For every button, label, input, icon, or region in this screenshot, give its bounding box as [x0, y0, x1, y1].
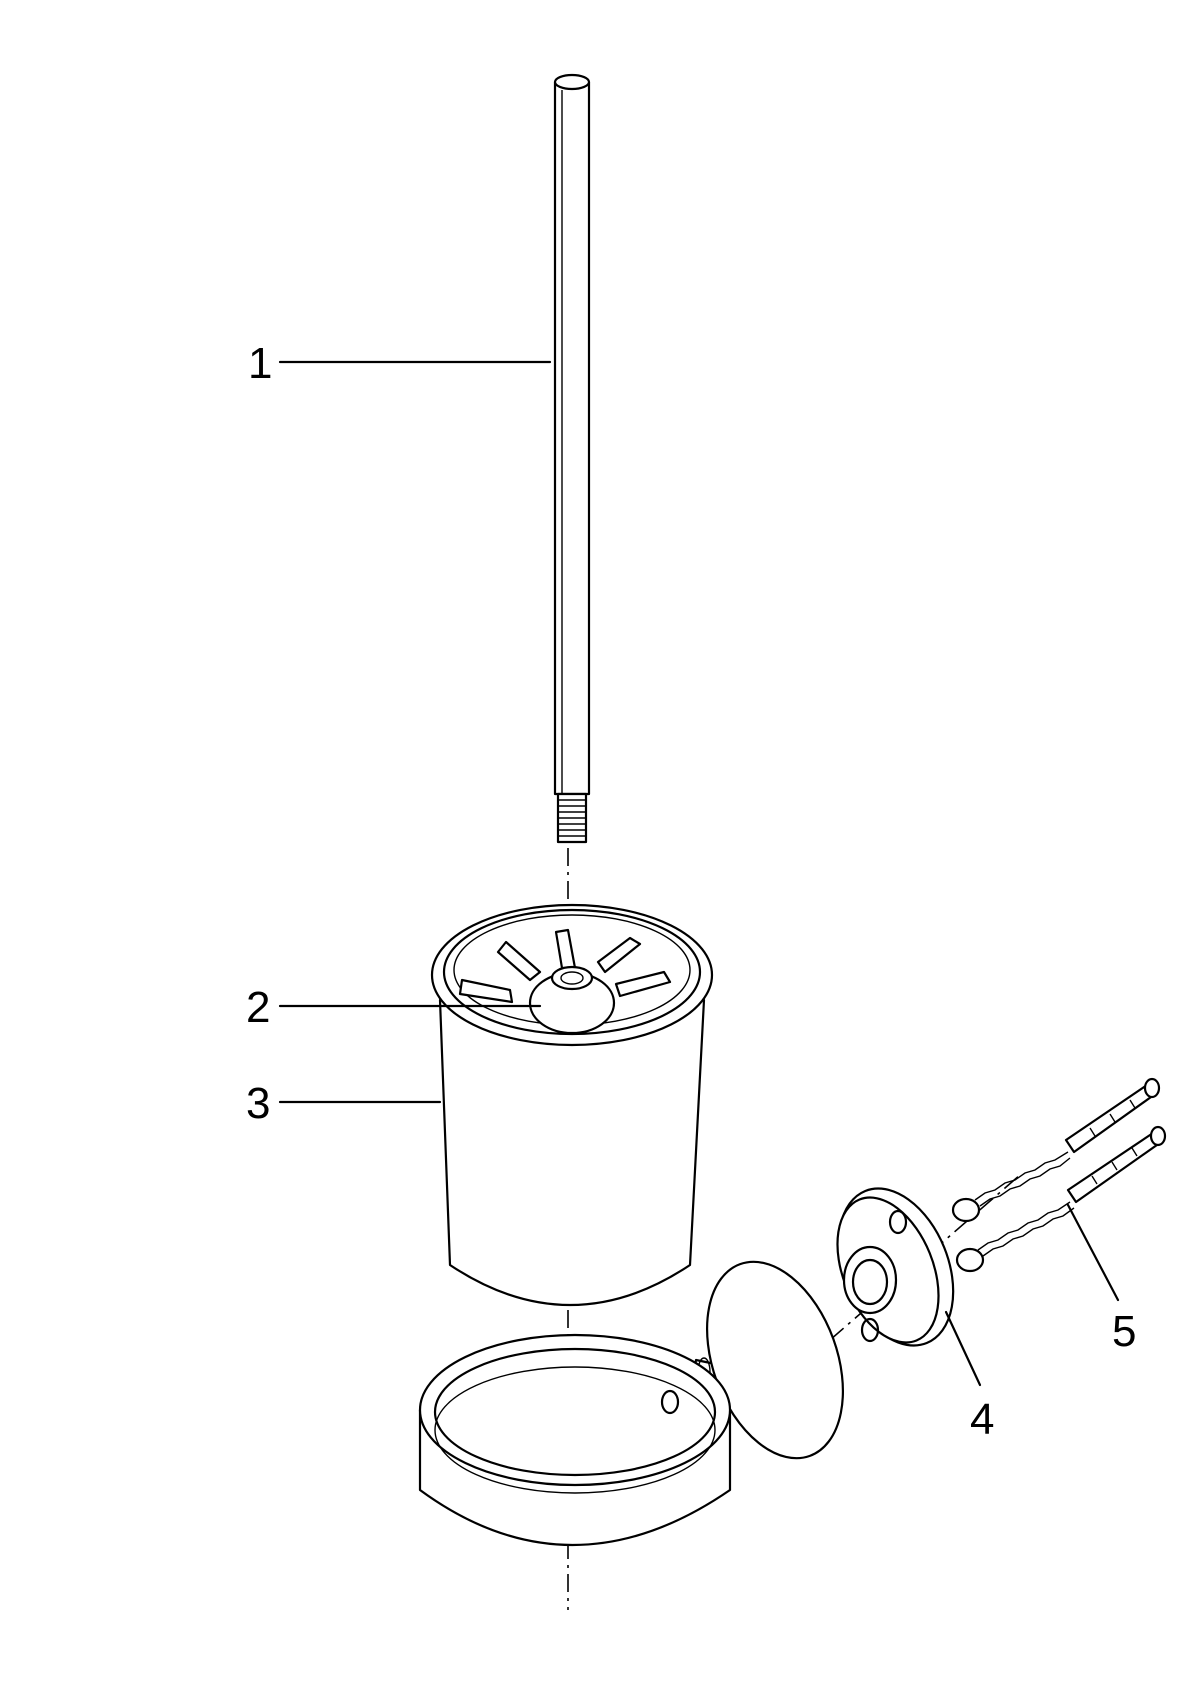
part-5-screws-and-plugs [951, 1077, 1167, 1273]
callout-1: 1 [248, 339, 273, 388]
part-2-brush-insert [458, 928, 672, 1035]
part-4-wall-bracket [836, 1187, 955, 1347]
leader-4 [944, 1310, 982, 1387]
part-3-glass-container [430, 903, 714, 1306]
part-1-handle-rod [553, 73, 591, 844]
callout-2: 2 [246, 983, 271, 1032]
callout-4: 4 [970, 1395, 995, 1444]
holder-ring [418, 1333, 732, 1546]
callout-3: 3 [246, 1079, 271, 1128]
leader-5 [1066, 1203, 1120, 1302]
callout-5: 5 [1112, 1307, 1137, 1356]
